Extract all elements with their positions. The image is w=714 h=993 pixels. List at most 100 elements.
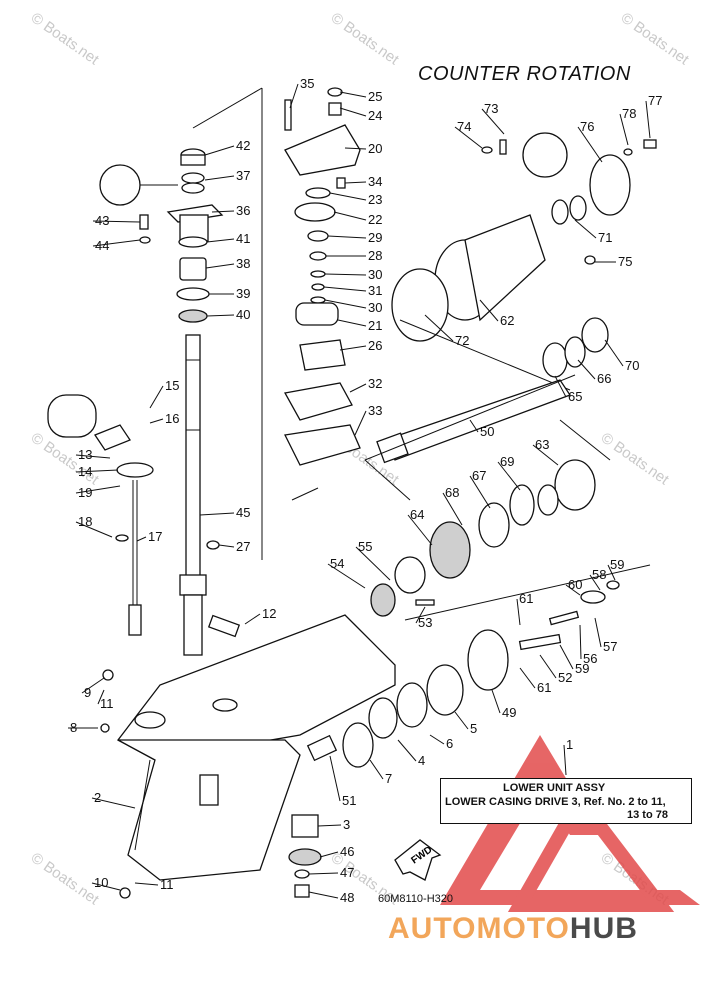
callout-35: 35	[300, 76, 314, 91]
drawing-code: 60M8110-H320	[378, 893, 454, 905]
callout-11: 11	[100, 696, 114, 711]
callout-leader	[149, 385, 164, 409]
lower-casing	[100, 614, 396, 899]
callout-leader	[218, 544, 235, 548]
callout-leader	[565, 584, 581, 596]
callout-10: 10	[94, 875, 108, 890]
callout-12: 12	[262, 606, 276, 621]
callout-leader	[75, 521, 113, 538]
callout-36: 36	[236, 203, 250, 218]
callout-67: 67	[472, 468, 486, 483]
callout-leader	[604, 339, 624, 367]
callout-34: 34	[368, 174, 382, 189]
callout-43: 43	[95, 213, 109, 228]
callout-47: 47	[340, 865, 354, 880]
callout-leader	[324, 299, 367, 309]
diagram-title: COUNTER ROTATION	[418, 63, 631, 85]
callout-74: 74	[457, 119, 471, 134]
callout-leader	[339, 91, 367, 98]
callout-76: 76	[580, 119, 594, 134]
callout-7: 7	[385, 771, 392, 786]
callout-leader	[516, 598, 521, 626]
callout-27: 27	[236, 539, 250, 554]
callout-leader	[355, 546, 391, 581]
callout-layer: 3525242034232229283031302126323342373641…	[68, 76, 662, 905]
callout-leader	[397, 739, 417, 762]
watermark-text: © Boats.net	[28, 9, 103, 68]
callout-9: 9	[84, 685, 91, 700]
callout-22: 22	[368, 212, 382, 227]
callout-leader	[333, 211, 367, 221]
callout-26: 26	[368, 338, 382, 353]
callout-leader	[204, 145, 235, 156]
callout-30: 30	[368, 267, 382, 282]
callout-leader	[92, 239, 141, 247]
callout-3: 3	[343, 817, 350, 832]
callout-leader	[339, 107, 367, 117]
callout-leader	[91, 797, 136, 809]
callout-57: 57	[603, 639, 617, 654]
callout-leader	[211, 210, 235, 213]
callout-60: 60	[568, 577, 582, 592]
callout-leader	[344, 181, 367, 184]
callout-61: 61	[537, 680, 551, 695]
callout-5: 5	[470, 721, 477, 736]
callout-61: 61	[519, 591, 533, 606]
callout-leader	[75, 485, 121, 494]
callout-70: 70	[625, 358, 639, 373]
callout-leader	[327, 235, 367, 239]
callout-54: 54	[330, 556, 344, 571]
callout-49: 49	[502, 705, 516, 720]
callout-40: 40	[236, 307, 250, 322]
callout-56: 56	[583, 651, 597, 666]
shift-rod-assembly	[47, 394, 220, 636]
callout-23: 23	[368, 192, 382, 207]
callout-leader	[199, 512, 235, 516]
callout-78: 78	[622, 106, 636, 121]
callout-46: 46	[340, 844, 354, 859]
callout-leader	[497, 461, 521, 491]
callout-leader	[337, 319, 367, 327]
callout-75: 75	[618, 254, 632, 269]
callout-48: 48	[340, 890, 354, 905]
callout-leader	[206, 314, 235, 317]
callout-leader	[559, 644, 574, 670]
callout-53: 53	[418, 615, 432, 630]
fwd-arrow-icon: FWD	[394, 839, 442, 881]
callout-leader	[329, 192, 367, 201]
callout-leader	[539, 654, 557, 679]
callout-leader	[407, 514, 433, 546]
callout-18: 18	[78, 514, 92, 529]
callout-15: 15	[165, 378, 179, 393]
callout-62: 62	[500, 313, 514, 328]
callout-45: 45	[236, 505, 250, 520]
info-box: LOWER UNIT ASSY LOWER CASING DRIVE 3, Re…	[440, 778, 692, 824]
callout-leader	[323, 286, 367, 292]
callout-72: 72	[455, 333, 469, 348]
callout-leader	[424, 314, 454, 342]
callout-16: 16	[165, 411, 179, 426]
callout-73: 73	[484, 101, 498, 116]
callout-leader	[577, 359, 596, 380]
automotohub-logo: AUTOMOTOHUB	[388, 912, 638, 946]
callout-leader	[491, 689, 501, 714]
callout-8: 8	[70, 720, 77, 735]
callout-25: 25	[368, 89, 382, 104]
callout-21: 21	[368, 318, 382, 333]
drive-shaft-assembly	[99, 87, 263, 656]
callout-55: 55	[358, 539, 372, 554]
callout-59: 59	[610, 557, 624, 572]
callout-leader	[442, 492, 463, 526]
info-box-line-2: LOWER CASING DRIVE 3, Ref. No. 2 to 11,	[445, 796, 666, 808]
callout-71: 71	[598, 230, 612, 245]
callout-58: 58	[592, 567, 606, 582]
callout-20: 20	[368, 141, 382, 156]
callout-37: 37	[236, 168, 250, 183]
callout-29: 29	[368, 230, 382, 245]
callout-38: 38	[236, 256, 250, 271]
callout-leader	[75, 454, 111, 459]
callout-13: 13	[78, 447, 92, 462]
callout-leader	[532, 444, 559, 466]
forward-gear-assembly	[364, 419, 611, 617]
